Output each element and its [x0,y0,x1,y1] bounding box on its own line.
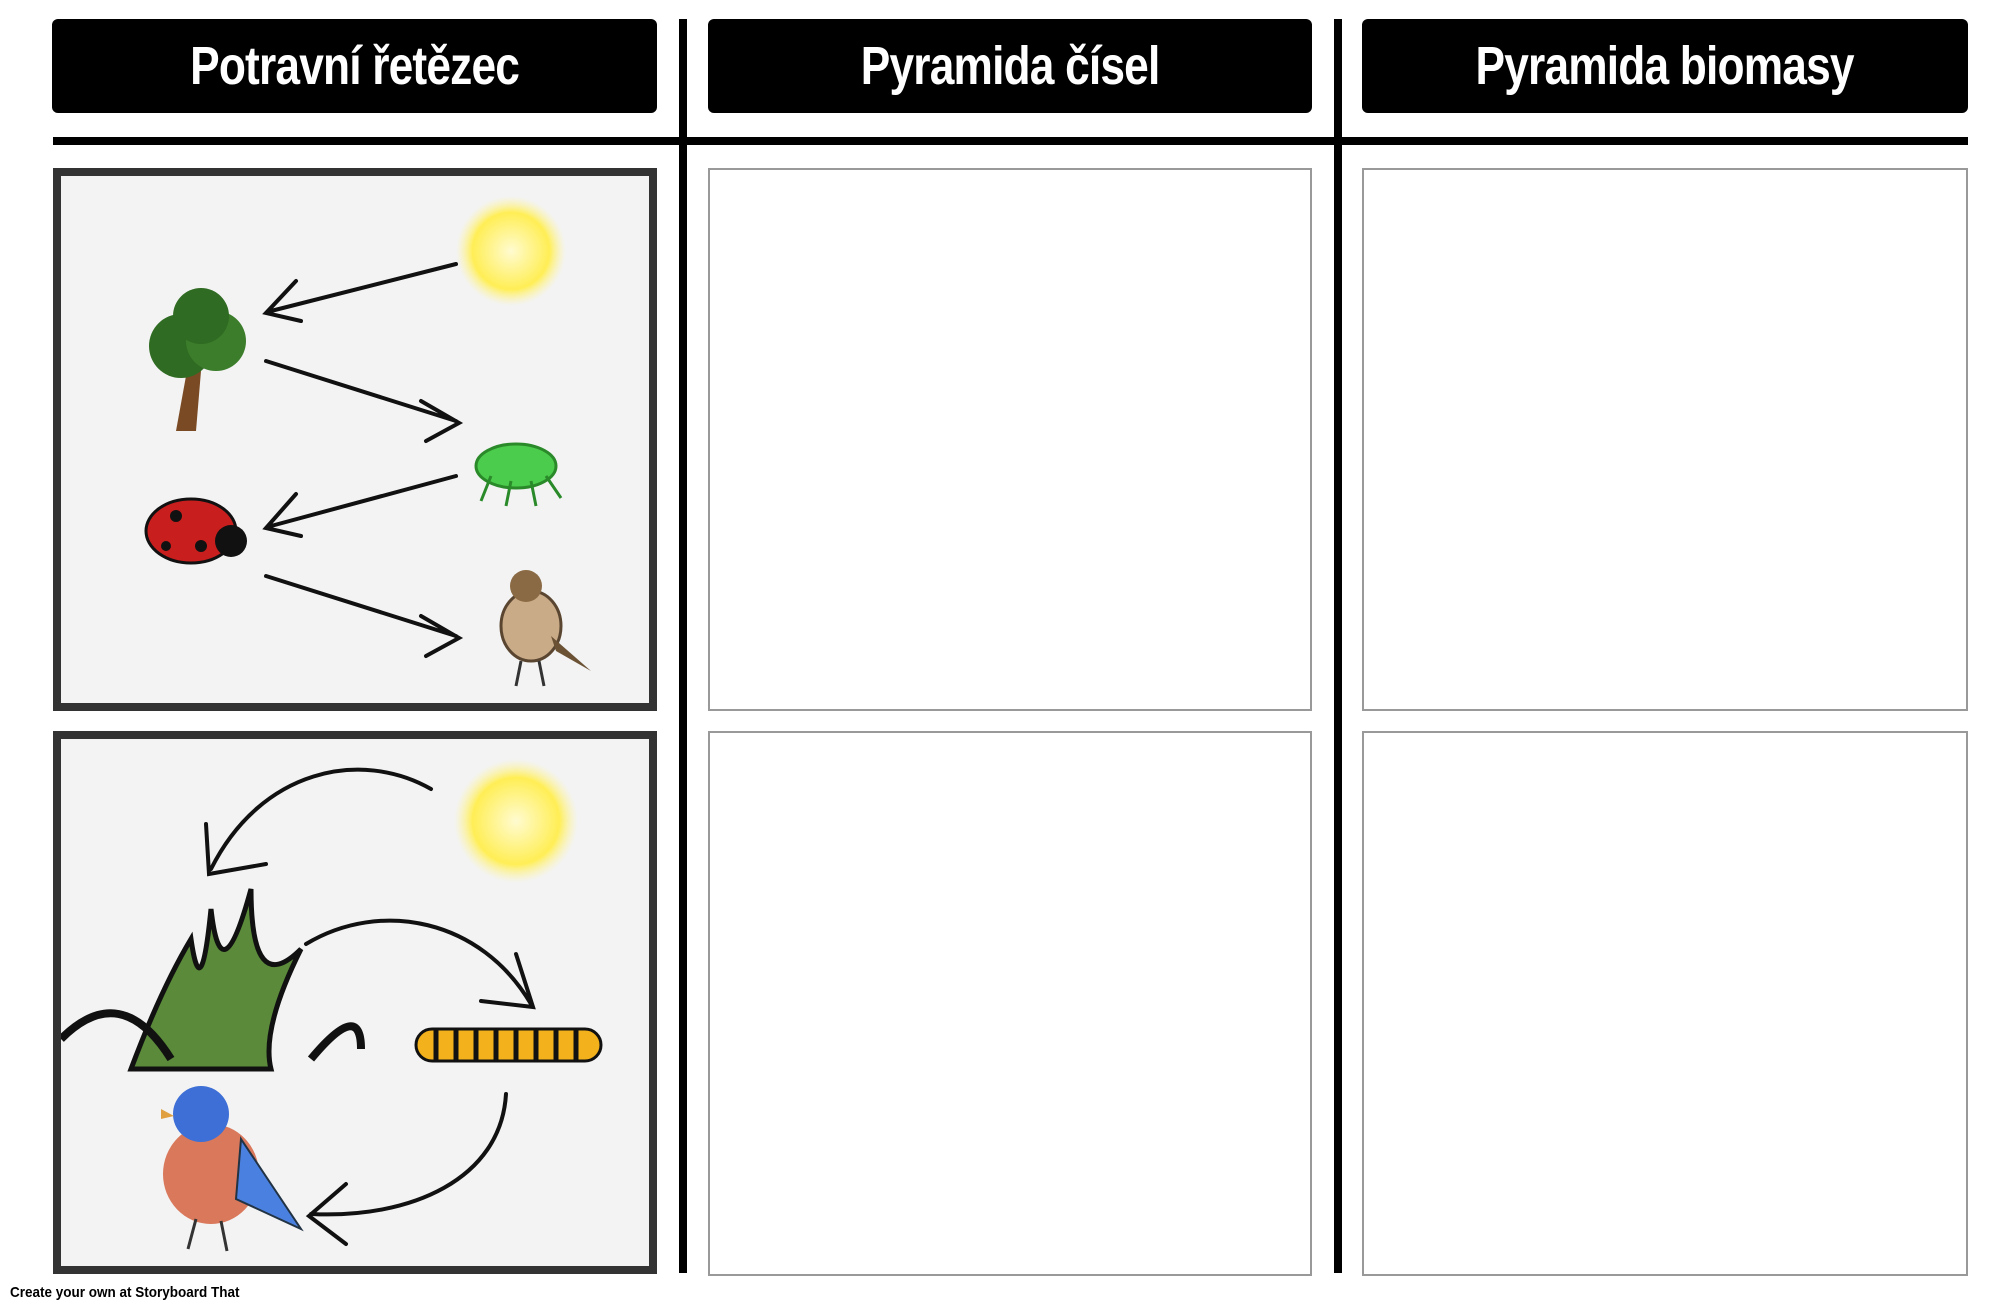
header-text: Pyramida čísel [860,36,1161,96]
aphid-icon [474,442,563,507]
bird-icon [499,570,591,687]
column-header-biomass-pyramid: Pyramida biomasy [1362,19,1968,113]
column-header-food-chain: Potravní řetězec [52,19,657,113]
header-text: Potravní řetězec [190,36,520,96]
tree-icon [149,288,246,431]
sun-icon [456,196,566,306]
biomass-pyramid-cell-2[interactable] [1362,731,1968,1276]
grass-icon [61,888,365,1072]
arrow-icon [264,574,464,658]
footer-credit[interactable]: Create your own at Storyboard That [10,1284,240,1301]
column-divider [1334,19,1342,1273]
food-chain-illustration-1 [144,196,591,687]
arrow-icon [262,262,458,323]
header-text: Pyramida biomasy [1475,36,1855,96]
column-header-number-pyramid: Pyramida čísel [708,19,1312,113]
arrow-icon [305,1092,508,1246]
arrow-icon [262,474,458,538]
ladybug-icon [144,497,247,565]
caterpillar-icon [414,1027,603,1063]
food-chain-cell-2[interactable] [53,731,657,1274]
sun-icon [454,759,578,883]
biomass-pyramid-cell-1[interactable] [1362,168,1968,711]
arrow-icon [204,767,433,877]
food-chain-cell-1[interactable] [53,168,657,711]
column-divider [679,19,687,1273]
arrow-icon [264,359,464,443]
bluebird-icon [161,1086,304,1252]
header-divider [53,137,1968,145]
number-pyramid-cell-1[interactable] [708,168,1312,711]
arrow-icon [304,918,536,1010]
food-chain-illustration-2 [61,759,603,1252]
number-pyramid-cell-2[interactable] [708,731,1312,1276]
